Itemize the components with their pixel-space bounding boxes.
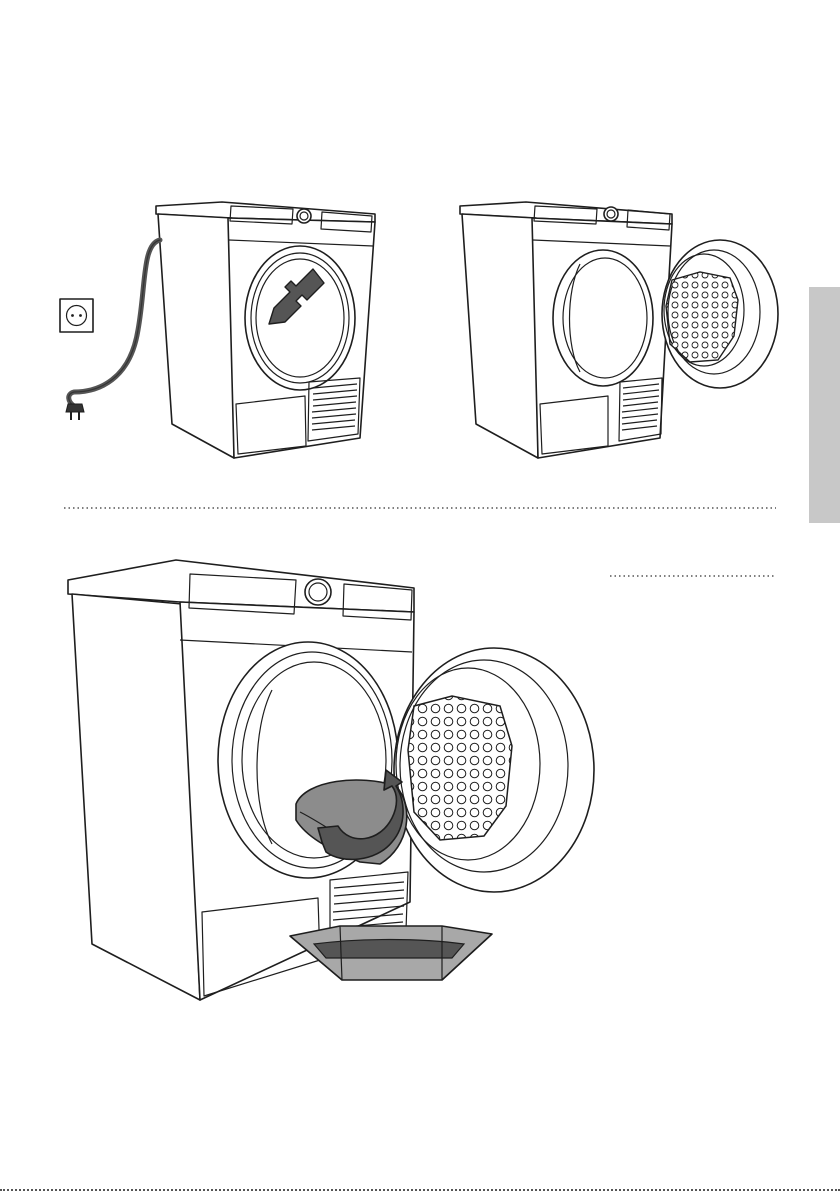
wall-socket-icon <box>60 299 93 332</box>
power-plug-icon <box>66 404 84 420</box>
page-bottom-rule <box>0 1189 840 1191</box>
step-1-dryer <box>66 202 375 458</box>
step-2-dryer <box>460 202 778 458</box>
step-3-dryer <box>68 560 594 1000</box>
